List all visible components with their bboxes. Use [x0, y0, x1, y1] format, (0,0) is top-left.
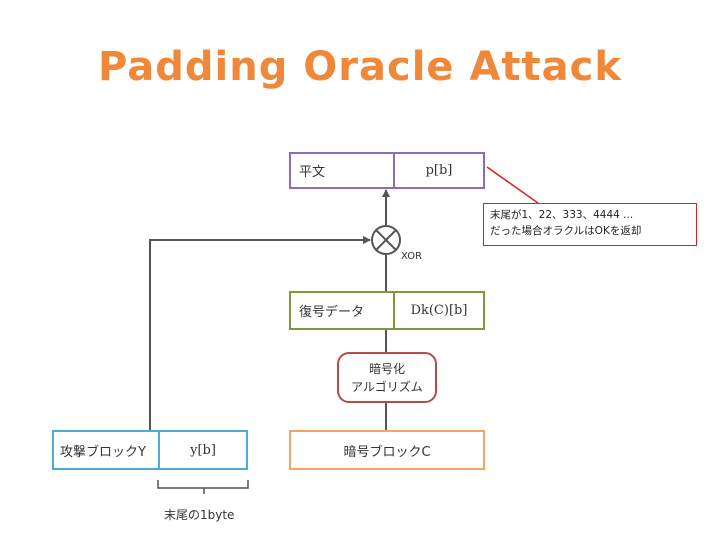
attack-block-label: 攻撃ブロックY [54, 432, 160, 468]
page-title: Padding Oracle Attack [98, 44, 622, 90]
attack-block-box: 攻撃ブロックY y[b] [52, 430, 248, 470]
decrypted-value: Dk(C)[b] [410, 303, 468, 318]
decrypted-label: 復号データ [291, 293, 395, 328]
note-line-1: 末尾が1、22、333、4444 ... [490, 209, 634, 221]
arrow-attack-to-xor [149, 236, 371, 430]
cipher-block-box: 暗号ブロックC [289, 430, 485, 470]
attack-block-value: y[b] [190, 442, 216, 458]
decrypted-box: 復号データ Dk(C)[b] [289, 291, 485, 330]
plaintext-value: p[b] [425, 163, 453, 178]
last-byte-label: 末尾の1byte [164, 508, 235, 522]
last-byte-brace [157, 480, 249, 494]
note-pointer-line [486, 166, 539, 204]
encryption-algorithm-box: 暗号化 アルゴリズム [337, 352, 437, 403]
oracle-note: 末尾が1、22、333、4444 ... だった場合オラクルはOKを返却 [483, 203, 697, 246]
algorithm-line-2: アルゴリズム [351, 379, 423, 394]
note-line-2: だった場合オラクルはOKを返却 [490, 225, 642, 237]
algorithm-line-1: 暗号化 [368, 361, 405, 376]
plaintext-box: 平文 p[b] [289, 152, 485, 189]
xor-label: XOR [401, 251, 423, 262]
xor-icon [371, 225, 401, 255]
cipher-block-label: 暗号ブロックC [343, 444, 431, 460]
plaintext-label: 平文 [291, 154, 395, 187]
